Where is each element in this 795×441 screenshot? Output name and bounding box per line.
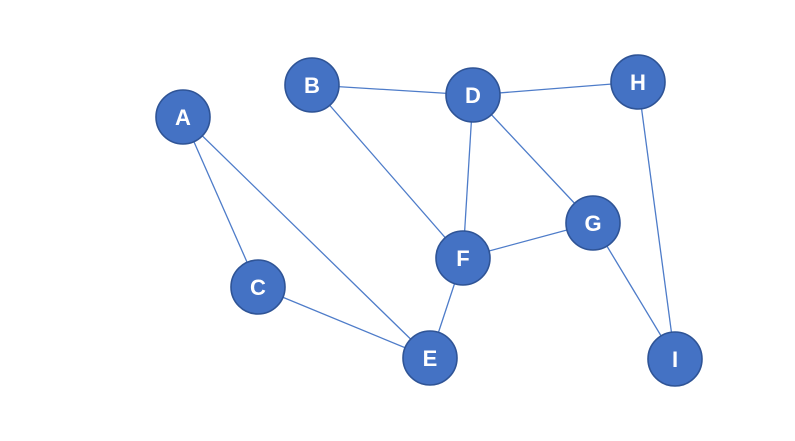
- graph-node-D[interactable]: D: [445, 67, 501, 123]
- graph-node-C[interactable]: C: [230, 259, 286, 315]
- node-circle-B[interactable]: [284, 57, 340, 113]
- node-circle-F[interactable]: [435, 230, 491, 286]
- edge-D-G: [472, 94, 594, 224]
- node-circle-D[interactable]: [445, 67, 501, 123]
- edge-A-E: [182, 116, 431, 359]
- graph-node-E[interactable]: E: [402, 330, 458, 386]
- edge-B-F: [311, 84, 464, 259]
- edge-C-E: [257, 286, 431, 359]
- graph-node-G[interactable]: G: [565, 195, 621, 251]
- graph-node-F[interactable]: F: [435, 230, 491, 286]
- node-circle-A[interactable]: [155, 89, 211, 145]
- node-circle-E[interactable]: [402, 330, 458, 386]
- node-circle-I[interactable]: [647, 331, 703, 387]
- graph-node-A[interactable]: A: [155, 89, 211, 145]
- node-circle-H[interactable]: [610, 54, 666, 110]
- graph-node-I[interactable]: I: [647, 331, 703, 387]
- node-circle-G[interactable]: [565, 195, 621, 251]
- graph-node-B[interactable]: B: [284, 57, 340, 113]
- graph-node-H[interactable]: H: [610, 54, 666, 110]
- edge-H-I: [637, 81, 676, 360]
- node-circle-C[interactable]: [230, 259, 286, 315]
- edge-A-C: [182, 116, 259, 288]
